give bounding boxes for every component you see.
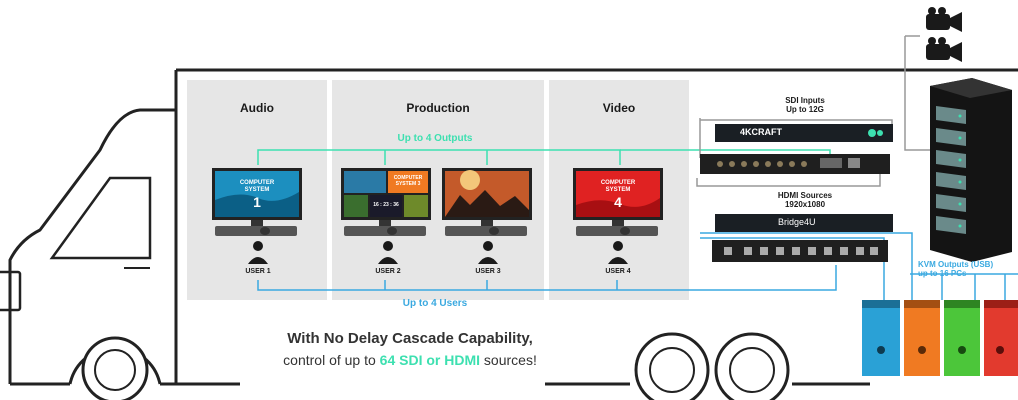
screen-2-small: COMPUTER SYSTEM 3 bbox=[393, 175, 423, 187]
user-icon bbox=[248, 241, 628, 264]
hdmi-brand: Bridge4U bbox=[778, 217, 816, 227]
tagline-pre: control of up to bbox=[283, 352, 380, 368]
tagline-post: sources! bbox=[480, 352, 537, 368]
user-lines bbox=[257, 232, 1018, 300]
wheel-rear-1 bbox=[634, 332, 710, 400]
camera-icon bbox=[926, 7, 962, 62]
wheel-rear-2 bbox=[714, 332, 790, 400]
tagline-line-2: control of up to 64 SDI or HDMI sources! bbox=[200, 352, 620, 368]
pc-tower-icon-green bbox=[944, 300, 980, 376]
sdi-device-4kcraft bbox=[715, 124, 893, 142]
keyboard-icon bbox=[215, 226, 658, 236]
panel-title-audio: Audio bbox=[240, 101, 274, 115]
sdi-brand: 4KCRAFT bbox=[740, 127, 782, 137]
screen-4-number: 4 bbox=[614, 194, 622, 210]
kvm-title: KVM Outputs (USB) bbox=[918, 260, 994, 269]
sdi-title: SDI Inputs bbox=[785, 96, 825, 105]
panel-title-video: Video bbox=[602, 101, 636, 115]
panel-title-production: Production bbox=[406, 101, 470, 115]
screen-4-text: COMPUTER SYSTEM bbox=[600, 180, 636, 193]
screen-1-text: COMPUTER SYSTEM bbox=[239, 180, 275, 193]
tagline-highlight: 64 SDI or HDMI bbox=[379, 352, 481, 368]
screen-1-number: 1 bbox=[253, 194, 261, 210]
hdmi-device-switch bbox=[712, 240, 888, 262]
user-label-4: USER 4 bbox=[605, 268, 631, 275]
user-label-1: USER 1 bbox=[245, 268, 271, 275]
server-rack-icon bbox=[930, 78, 1012, 262]
truck-outline bbox=[0, 68, 1018, 386]
hdmi-subtitle: 1920x1080 bbox=[784, 200, 826, 209]
hdmi-title: HDMI Sources bbox=[777, 191, 833, 200]
outputs-label: Up to 4 Outputs bbox=[397, 133, 473, 144]
hdmi-device-bridge4u bbox=[715, 214, 893, 232]
monitor-icon-1 bbox=[212, 168, 302, 226]
wheel-front bbox=[68, 336, 162, 400]
monitor-icon-3 bbox=[442, 168, 532, 226]
user-label-3: USER 3 bbox=[475, 268, 501, 275]
user-label-2: USER 2 bbox=[375, 268, 401, 275]
sdi-subtitle: Up to 12G bbox=[786, 105, 824, 114]
monitor-icon-2 bbox=[341, 168, 431, 226]
monitor-icon-4 bbox=[573, 168, 663, 226]
mouse-icon bbox=[260, 227, 630, 235]
sdi-device-router bbox=[700, 154, 890, 174]
pc-tower-icon-red bbox=[984, 300, 1018, 376]
screen-2-clock: 16 : 23 : 36 bbox=[373, 202, 399, 208]
pc-tower-icon-orange bbox=[904, 300, 940, 376]
kvm-subtitle: up to 16 PCs bbox=[918, 269, 967, 278]
pc-tower-icon-blue bbox=[862, 300, 900, 376]
users-label: Up to 4 Users bbox=[402, 298, 468, 309]
tagline-line-1: With No Delay Cascade Capability, bbox=[287, 330, 533, 347]
